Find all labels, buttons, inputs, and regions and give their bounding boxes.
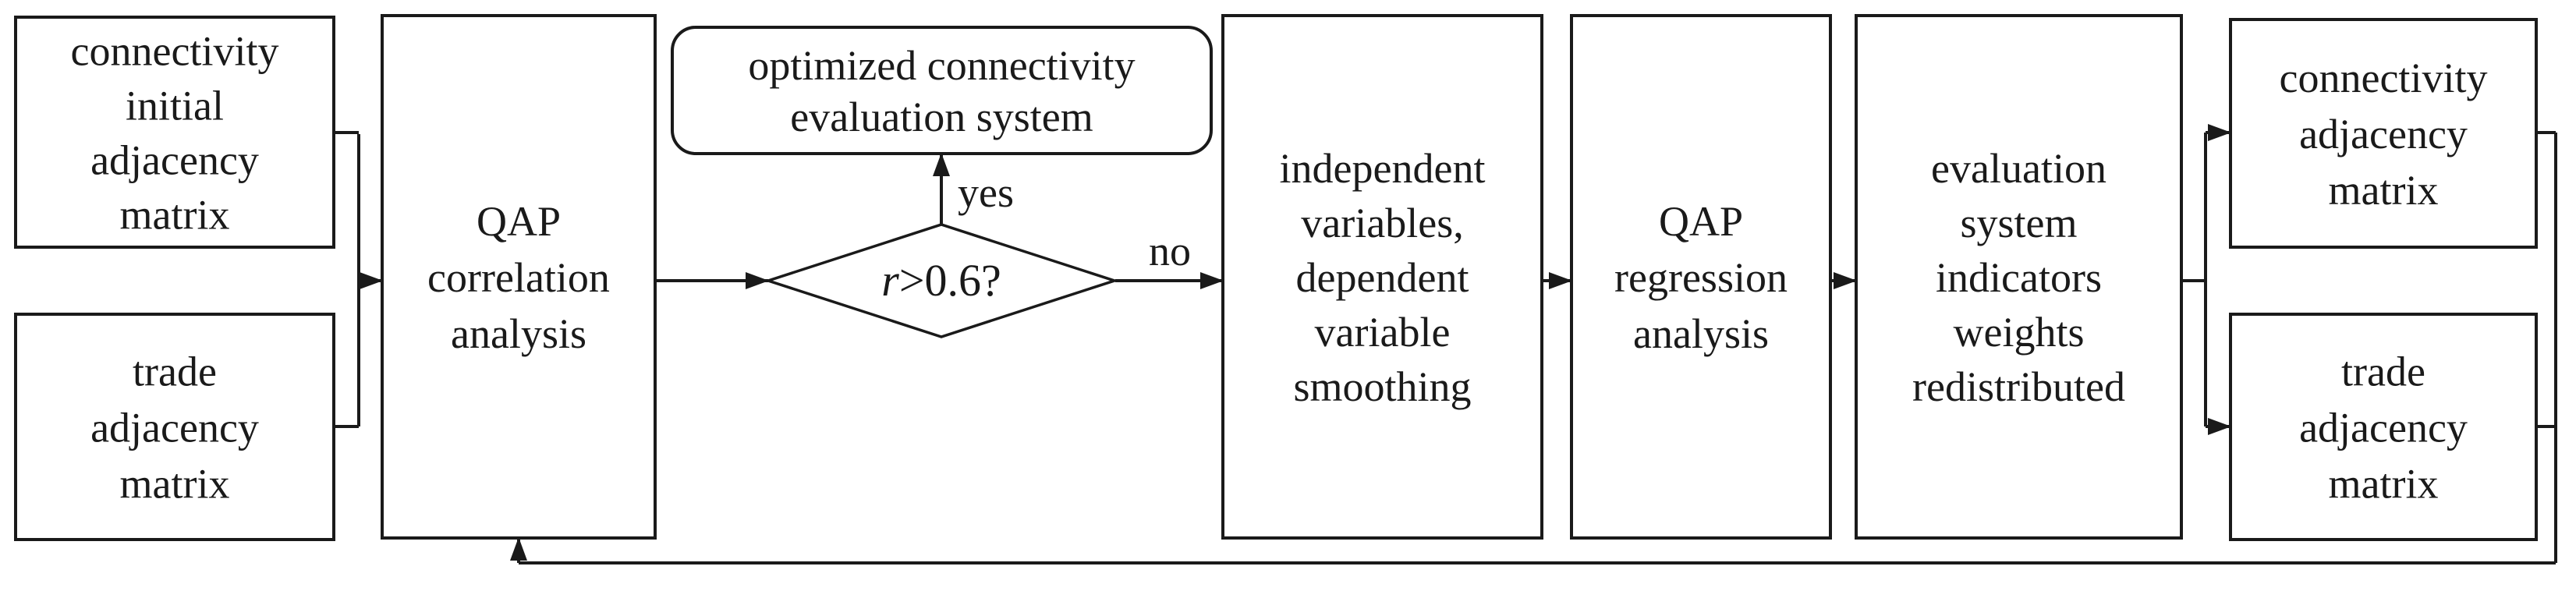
trade-adjacency-matrix-right-shape	[2229, 313, 2538, 541]
trade-adjacency-matrix-left-shape	[14, 313, 335, 541]
qap-correlation-analysis-shape	[381, 14, 657, 540]
node-r-decision: r>0.6?	[764, 223, 1119, 338]
optimized-connectivity-evaluation-system-shape	[671, 26, 1213, 155]
connectivity-adjacency-matrix-shape	[2229, 18, 2538, 249]
yes-edge-label: yes	[958, 169, 1014, 216]
edges-layer	[334, 124, 2557, 564]
qap-regression-analysis-shape	[1570, 14, 1832, 540]
evaluation-system-weights-redistributed-shape	[1855, 14, 2183, 540]
connectivity-initial-adjacency-matrix-shape	[14, 16, 335, 249]
no-edge-label: no	[1149, 228, 1191, 274]
r-decision-shape	[764, 223, 1119, 338]
r-decision-label: r>0.6?	[881, 255, 1001, 306]
independent-variables-smoothing-shape	[1221, 14, 1543, 540]
